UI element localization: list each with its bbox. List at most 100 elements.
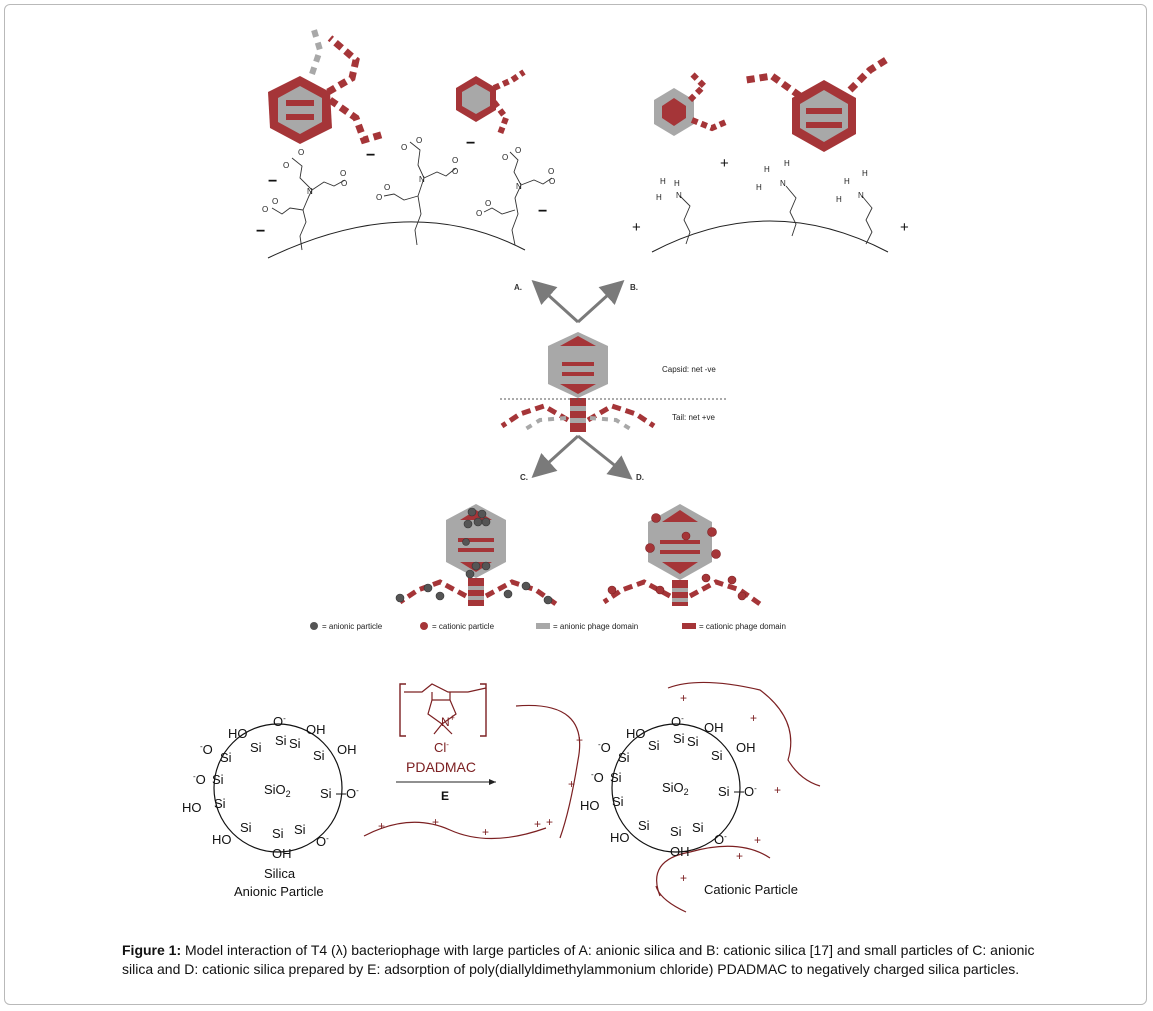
legend-anionic-particle-swatch <box>310 622 318 630</box>
svg-text:Si: Si <box>214 796 226 811</box>
polymer-chains <box>363 681 821 913</box>
svg-text:+: + <box>576 733 583 747</box>
svg-text:-O: -O <box>193 772 206 787</box>
svg-text:O: O <box>452 156 458 165</box>
svg-text:HO: HO <box>228 726 248 741</box>
svg-text:O: O <box>341 179 347 188</box>
svg-text:N: N <box>516 182 522 191</box>
svg-text:H: H <box>836 195 842 204</box>
svg-text:H: H <box>844 177 850 186</box>
phage-attached-a1 <box>268 29 386 145</box>
caption-label: Figure 1: <box>122 942 182 958</box>
svg-text:H: H <box>784 159 790 168</box>
svg-text:O: O <box>384 183 390 192</box>
legend-cationic-particle: = cationic particle <box>432 622 495 631</box>
figure-frame <box>4 4 1147 1005</box>
svg-text:-O: -O <box>200 742 213 757</box>
svg-text:Si: Si <box>673 731 685 746</box>
svg-text:N: N <box>780 179 786 188</box>
phage-d-cationic-particles <box>602 504 762 607</box>
svg-text:Si: Si <box>313 748 325 763</box>
svg-text:Si: Si <box>711 748 723 763</box>
svg-text:Si: Si <box>687 734 699 749</box>
svg-text:O: O <box>298 148 304 157</box>
svg-text:HO: HO <box>626 726 646 741</box>
svg-text:+: + <box>736 849 743 863</box>
svg-text:H: H <box>656 193 662 202</box>
svg-text:H: H <box>862 169 868 178</box>
legend-anionic-domain: = anionic phage domain <box>553 622 638 631</box>
svg-text:Si: Si <box>612 794 624 809</box>
minus-sign: − <box>366 147 375 164</box>
tail-label: Tail: net +ve <box>672 413 715 422</box>
svg-text:+: + <box>568 777 575 791</box>
svg-text:Si: Si <box>294 822 306 837</box>
minus-sign: − <box>268 173 277 190</box>
svg-text:+: + <box>754 833 761 847</box>
svg-text:Si: Si <box>240 820 252 835</box>
svg-text:Si: Si <box>220 750 232 765</box>
svg-text:Si: Si <box>618 750 630 765</box>
reagent-label: PDADMAC <box>406 759 476 775</box>
legend-cationic-domain: = cationic phage domain <box>699 622 786 631</box>
svg-text:O-: O- <box>316 834 329 849</box>
svg-text:O-: O- <box>273 714 286 729</box>
svg-text:O: O <box>272 197 278 206</box>
svg-text:HO: HO <box>580 798 600 813</box>
svg-text:O: O <box>401 143 407 152</box>
svg-text:OH: OH <box>736 740 756 755</box>
svg-text:Si: Si <box>212 772 224 787</box>
svg-text:Si: Si <box>250 740 262 755</box>
svg-text:OH: OH <box>670 844 690 859</box>
legend-cationic-particle-swatch <box>420 622 428 630</box>
legend: = anionic particle = cationic particle =… <box>310 622 786 631</box>
figure-caption: Figure 1: Model interaction of T4 (λ) ba… <box>122 941 1042 979</box>
svg-text:OH: OH <box>704 720 724 735</box>
svg-text:N+: N+ <box>441 713 455 729</box>
arrow-label-b: B. <box>630 283 638 292</box>
svg-text:+: + <box>378 819 385 833</box>
svg-text:O: O <box>549 177 555 186</box>
svg-text:Si: Si <box>638 818 650 833</box>
svg-text:O: O <box>476 209 482 218</box>
cationic-particle-label: Cationic Particle <box>704 882 798 897</box>
plus-sign: + <box>720 155 729 172</box>
svg-text:+: + <box>774 783 781 797</box>
svg-text:Si: Si <box>289 736 301 751</box>
svg-text:+: + <box>680 871 687 885</box>
svg-text:Si: Si <box>275 733 287 748</box>
capsid-label: Capsid: net -ve <box>662 365 716 374</box>
svg-text:+: + <box>432 815 439 829</box>
caption-text: Model interaction of T4 (λ) bacteriophag… <box>122 942 1035 977</box>
svg-text:O: O <box>515 146 521 155</box>
svg-text:+: + <box>482 825 489 839</box>
arrow-label-a: A. <box>514 283 522 292</box>
svg-text:SiO2: SiO2 <box>662 780 689 797</box>
svg-text:Si: Si <box>670 824 682 839</box>
svg-text:Si: Si <box>718 784 730 799</box>
legend-anionic-particle: = anionic particle <box>322 622 383 631</box>
phage-attached-b2 <box>745 57 888 152</box>
svg-text:N: N <box>307 187 313 196</box>
svg-text:-O: -O <box>598 740 611 755</box>
svg-text:O: O <box>340 169 346 178</box>
minus-sign: − <box>256 223 265 240</box>
svg-text:O-: O- <box>744 784 757 799</box>
pdadmac-reaction: N+ Cl- PDADMAC E <box>396 683 496 803</box>
svg-text:HO: HO <box>610 830 630 845</box>
svg-text:+: + <box>680 691 687 705</box>
svg-text:O-: O- <box>671 714 684 729</box>
anionic-particle-label: Anionic Particle <box>234 884 324 899</box>
svg-text:O: O <box>416 136 422 145</box>
svg-text:H: H <box>660 177 666 186</box>
minus-sign: − <box>466 135 475 152</box>
svg-text:+: + <box>534 817 541 831</box>
svg-text:Si: Si <box>320 786 332 801</box>
arrow-label-e: E <box>441 789 449 803</box>
phage-attached-b1 <box>654 69 728 136</box>
svg-text:O: O <box>262 205 268 214</box>
svg-text:+: + <box>750 711 757 725</box>
svg-text:SiO2: SiO2 <box>264 782 291 799</box>
svg-text:Si: Si <box>272 826 284 841</box>
